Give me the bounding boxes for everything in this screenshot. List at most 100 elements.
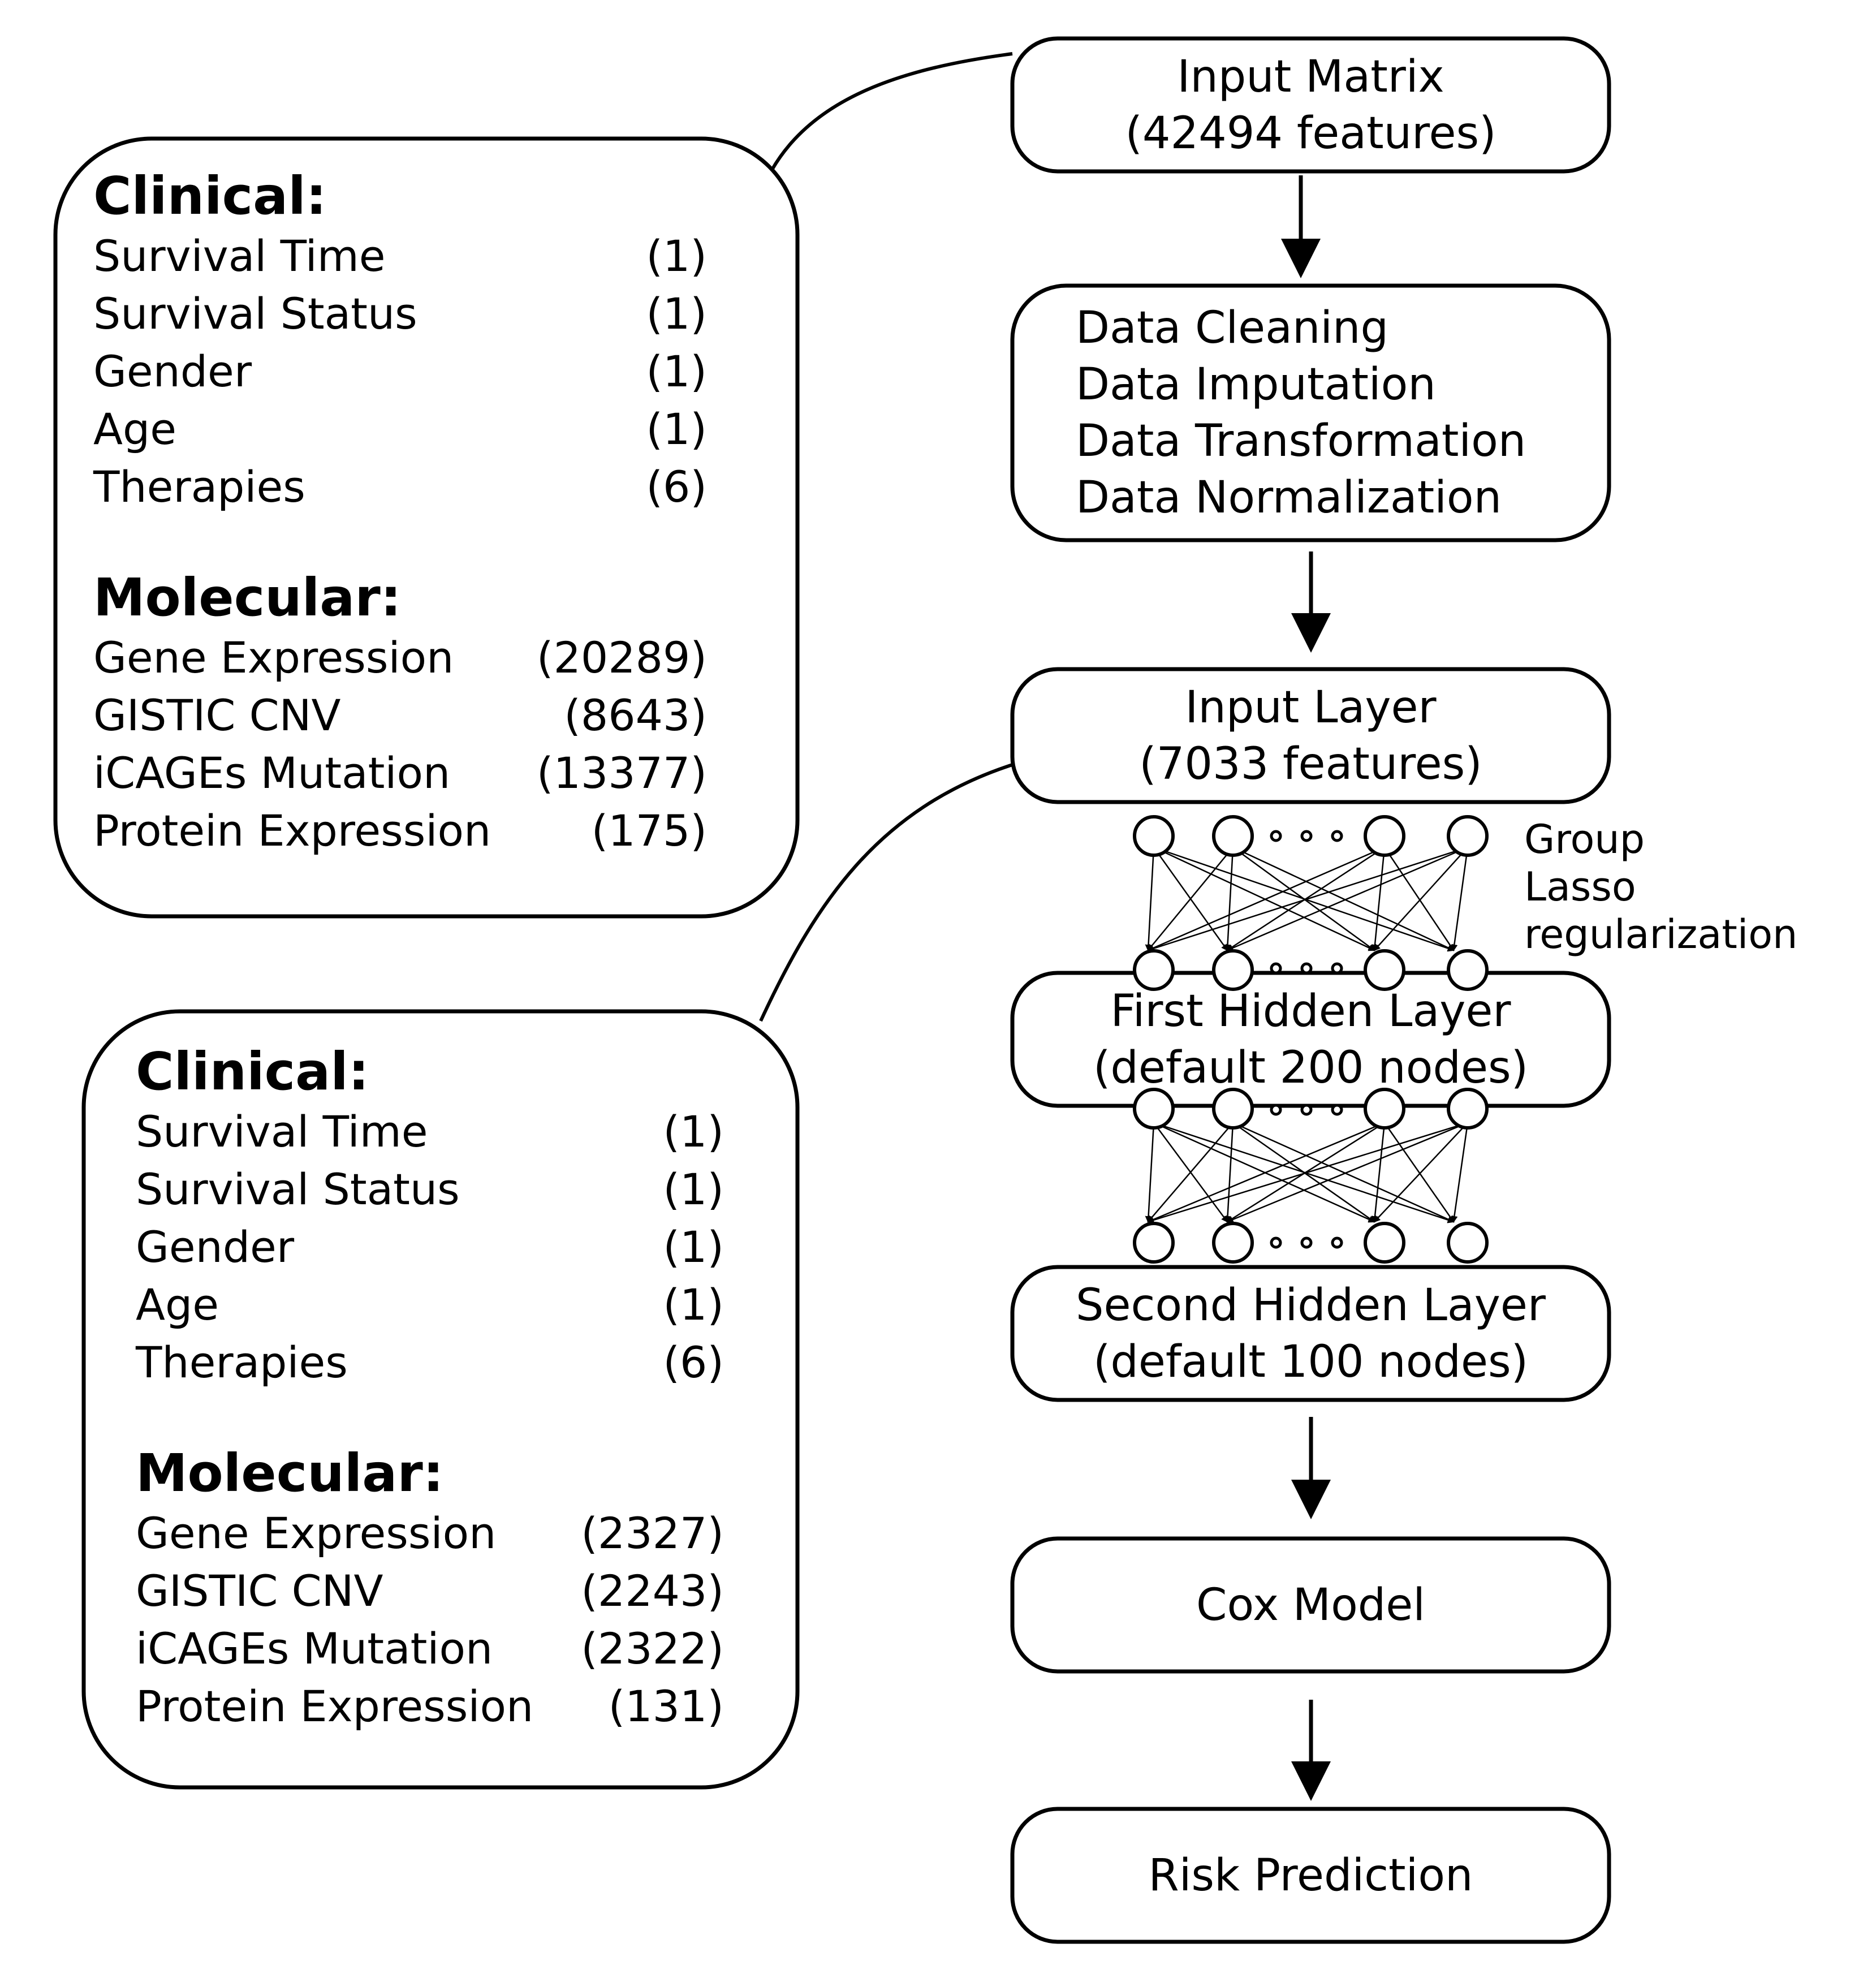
label-line: Input Matrix <box>1177 51 1444 102</box>
node <box>1133 949 1175 991</box>
network-1-top-ellipsis <box>1270 830 1343 842</box>
risk-prediction-label: Risk Prediction <box>1012 1809 1609 1942</box>
label-line: First Hidden Layer <box>1110 985 1511 1037</box>
feature-count: (1) <box>663 1106 724 1157</box>
node <box>1447 1088 1489 1130</box>
node <box>1212 1088 1254 1130</box>
section-gap <box>136 1391 724 1442</box>
feature-name: Gene Expression <box>136 1508 497 1558</box>
feature-count: (2327) <box>581 1508 724 1558</box>
list-item: Therapies (6) <box>93 458 707 516</box>
feature-name: Protein Expression <box>136 1681 534 1731</box>
clinical-heading: Clinical: <box>93 166 327 226</box>
node <box>1212 815 1254 857</box>
label-line: (42494 features) <box>1125 107 1497 159</box>
list-item: iCAGEs Mutation (13377) <box>93 744 707 802</box>
label-line: regularization <box>1524 911 1798 958</box>
feature-name: Therapies <box>136 1337 348 1387</box>
feature-count: (1) <box>646 404 707 454</box>
connector-curve-1 <box>770 52 1013 171</box>
network-2-bottom-ellipsis <box>1270 1236 1343 1249</box>
list-item: Protein Expression (175) <box>93 802 707 860</box>
list-item: Gender (1) <box>136 1218 724 1276</box>
list-item: Gene Expression (20289) <box>93 629 707 687</box>
feature-count: (1) <box>646 346 707 397</box>
box-cox-model <box>1010 1536 1611 1674</box>
molecular-heading: Molecular: <box>136 1443 444 1503</box>
list-item: Gender (1) <box>93 343 707 400</box>
feature-name: GISTIC CNV <box>93 690 341 740</box>
feature-name: GISTIC CNV <box>136 1566 383 1616</box>
input-matrix-label: Input Matrix (42494 features) <box>1012 38 1609 171</box>
network-2-bottom-nodes <box>1133 1222 1489 1264</box>
list-item: Survival Time (1) <box>93 227 707 285</box>
clinical-heading: Clinical: <box>136 1041 369 1102</box>
feature-count: (2243) <box>581 1566 724 1616</box>
node <box>1133 1088 1175 1130</box>
feature-name: iCAGEs Mutation <box>136 1623 493 1674</box>
feature-count: (131) <box>608 1681 724 1731</box>
feature-name: Protein Expression <box>93 805 491 856</box>
feature-panel-selected: Clinical: Survival Time (1) Survival Sta… <box>136 1041 724 1735</box>
cox-model-label: Cox Model <box>1012 1539 1609 1671</box>
list-item: iCAGEs Mutation (2322) <box>136 1620 724 1678</box>
feature-name: Gender <box>136 1222 295 1272</box>
feature-count: (1) <box>663 1222 724 1272</box>
feature-count: (8643) <box>564 690 707 740</box>
network-layer-2 <box>1133 1088 1489 1264</box>
node <box>1133 1222 1175 1264</box>
label-line: Input Layer <box>1185 682 1437 733</box>
feature-name: Survival Time <box>136 1106 428 1157</box>
feature-count: (20289) <box>536 632 707 683</box>
label-line: Data Imputation <box>1076 359 1436 410</box>
label-line: Cox Model <box>1196 1579 1425 1631</box>
network-2-connections <box>1145 1122 1469 1223</box>
panel-1-frame <box>53 136 800 919</box>
feature-name: Survival Status <box>136 1164 460 1214</box>
panel-2-frame <box>81 1009 800 1790</box>
feature-count: (2322) <box>581 1623 724 1674</box>
feature-name: Therapies <box>93 462 305 512</box>
list-item: Therapies (6) <box>136 1334 724 1391</box>
regularization-label: Group Lasso regularization <box>1524 816 1797 958</box>
list-item: Survival Time (1) <box>136 1103 724 1161</box>
label-line: (default 100 nodes) <box>1093 1336 1529 1387</box>
list-item: Age (1) <box>136 1276 724 1334</box>
list-item: Survival Status (1) <box>93 285 707 343</box>
label-line: Data Cleaning <box>1076 303 1389 354</box>
feature-name: Age <box>136 1279 219 1330</box>
feature-name: Survival Status <box>93 288 417 339</box>
molecular-heading: Molecular: <box>93 567 402 628</box>
feature-count: (1) <box>646 288 707 339</box>
node <box>1447 1222 1489 1264</box>
network-1-bottom-ellipsis <box>1270 962 1343 975</box>
node <box>1364 949 1405 991</box>
label-line: (7033 features) <box>1139 738 1482 790</box>
feature-name: Gender <box>93 346 252 397</box>
connector-curve-2 <box>759 763 1013 1022</box>
network-layer-1 <box>1133 815 1489 991</box>
feature-name: Age <box>93 404 176 454</box>
network-2-top-ellipsis <box>1270 1104 1343 1116</box>
label-line: Lasso <box>1524 864 1636 910</box>
list-item: Age (1) <box>93 400 707 458</box>
label-line: (default 200 nodes) <box>1093 1042 1529 1093</box>
data-processing-label: Data Cleaning Data Imputation Data Trans… <box>1012 286 1609 540</box>
feature-count: (13377) <box>536 748 707 798</box>
feature-name: Gene Expression <box>93 632 454 683</box>
node <box>1447 949 1489 991</box>
node <box>1364 815 1405 857</box>
node <box>1133 815 1175 857</box>
network-2-top-nodes <box>1133 1088 1489 1130</box>
feature-count: (175) <box>591 805 707 856</box>
box-data-processing <box>1010 283 1611 542</box>
network-1-top-nodes <box>1133 815 1489 857</box>
list-item: Survival Status (1) <box>136 1161 724 1218</box>
section-gap <box>93 516 707 567</box>
second-hidden-layer-label: Second Hidden Layer (default 100 nodes) <box>1012 1267 1609 1400</box>
box-input-layer <box>1010 667 1611 804</box>
feature-count: (6) <box>663 1337 724 1387</box>
node <box>1364 1222 1405 1264</box>
box-input-matrix <box>1010 36 1611 174</box>
